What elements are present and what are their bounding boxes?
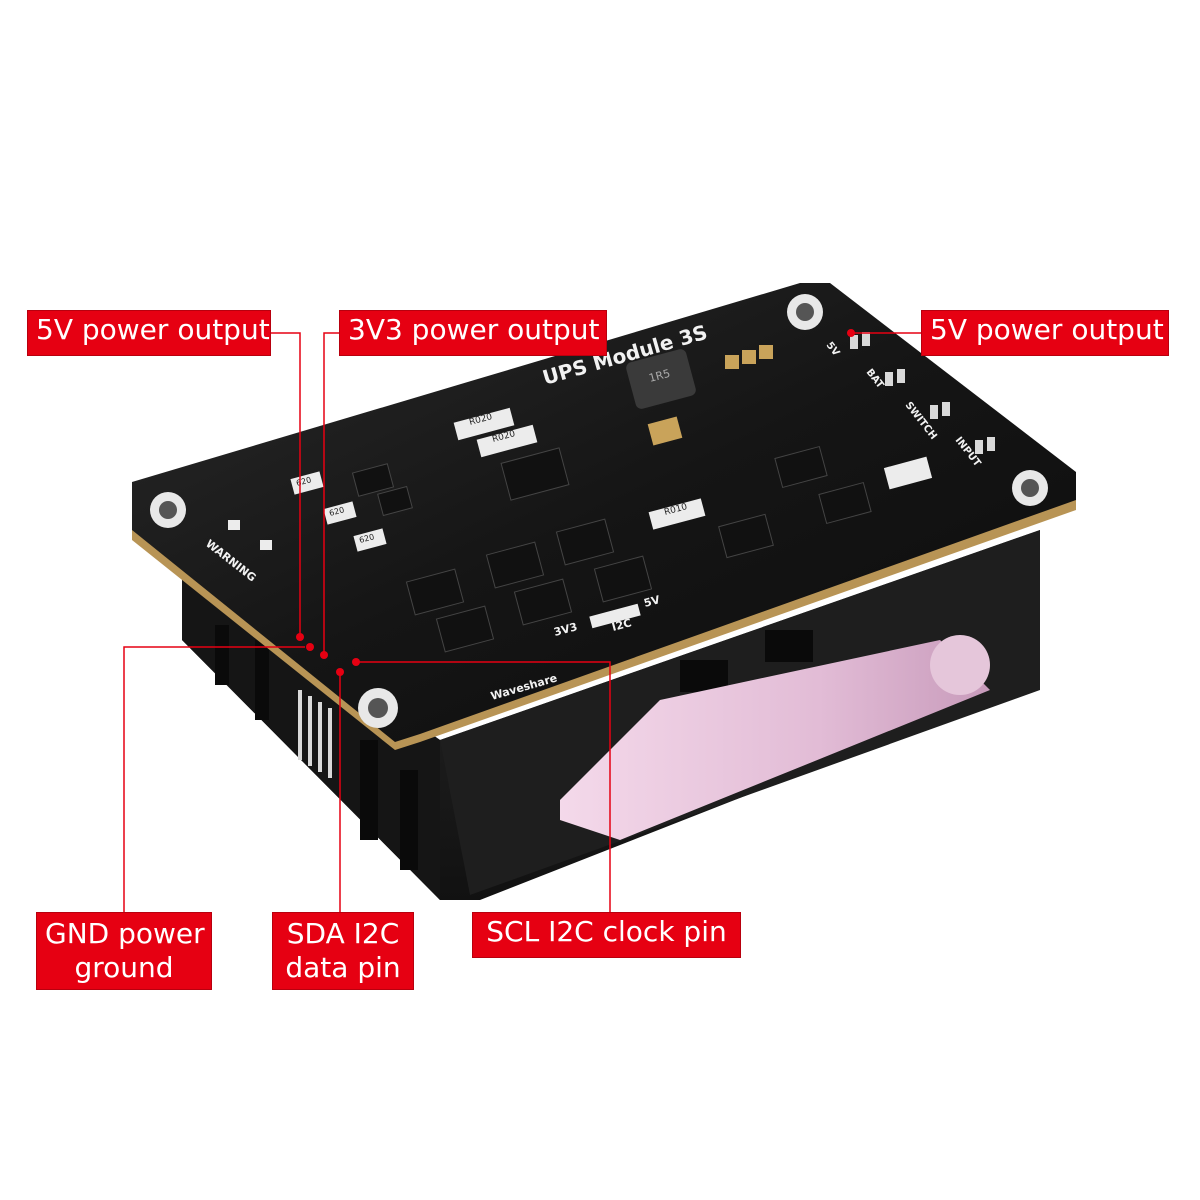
battery-cell <box>560 635 990 840</box>
leader-5v-left <box>271 332 301 637</box>
board-resistor-mark: 620 <box>358 532 375 545</box>
leader-3v3 <box>323 332 339 655</box>
pcb-board: UPS Module 3S Waveshare WARNING 1R5 3V3 … <box>132 283 1076 778</box>
dot-scl <box>352 658 360 666</box>
board-header-label-i2c: I2C <box>610 616 633 634</box>
callout-text: 5V power output <box>930 313 1164 346</box>
callout-text: 5V power output <box>36 313 270 346</box>
board-inductor-mark: 1R5 <box>647 367 671 385</box>
callout-scl-i2c-clock-pin: SCL I2C clock pin <box>472 912 741 958</box>
leader-gnd <box>123 646 305 912</box>
board-resistor-mark: 620 <box>328 505 345 518</box>
callout-3v3-power-output: 3V3 power output <box>339 310 607 356</box>
callout-text: GND power <box>45 917 205 950</box>
callout-gnd-power-ground: GND power ground <box>36 912 212 990</box>
callout-dots <box>296 329 855 676</box>
callout-text: SDA I2C <box>286 917 400 950</box>
callout-text: data pin <box>285 951 401 984</box>
callout-sda-i2c-data-pin: SDA I2C data pin <box>272 912 414 990</box>
board-header-label-3v3: 3V3 <box>552 620 578 639</box>
callout-text: 3V3 power output <box>348 313 600 346</box>
dot-3v3 <box>320 651 328 659</box>
callout-text: ground <box>74 951 174 984</box>
dot-gnd <box>306 643 314 651</box>
callout-leaders <box>123 332 921 912</box>
dot-5v-right <box>847 329 855 337</box>
board-header-label-5v: 5V <box>642 593 661 610</box>
callout-text: SCL I2C clock pin <box>486 915 727 948</box>
callout-5v-power-output-right: 5V power output <box>921 310 1169 356</box>
dot-sda <box>336 668 344 676</box>
callout-5v-power-output-left: 5V power output <box>27 310 271 356</box>
leader-scl <box>356 661 611 912</box>
dot-5v-left <box>296 633 304 641</box>
